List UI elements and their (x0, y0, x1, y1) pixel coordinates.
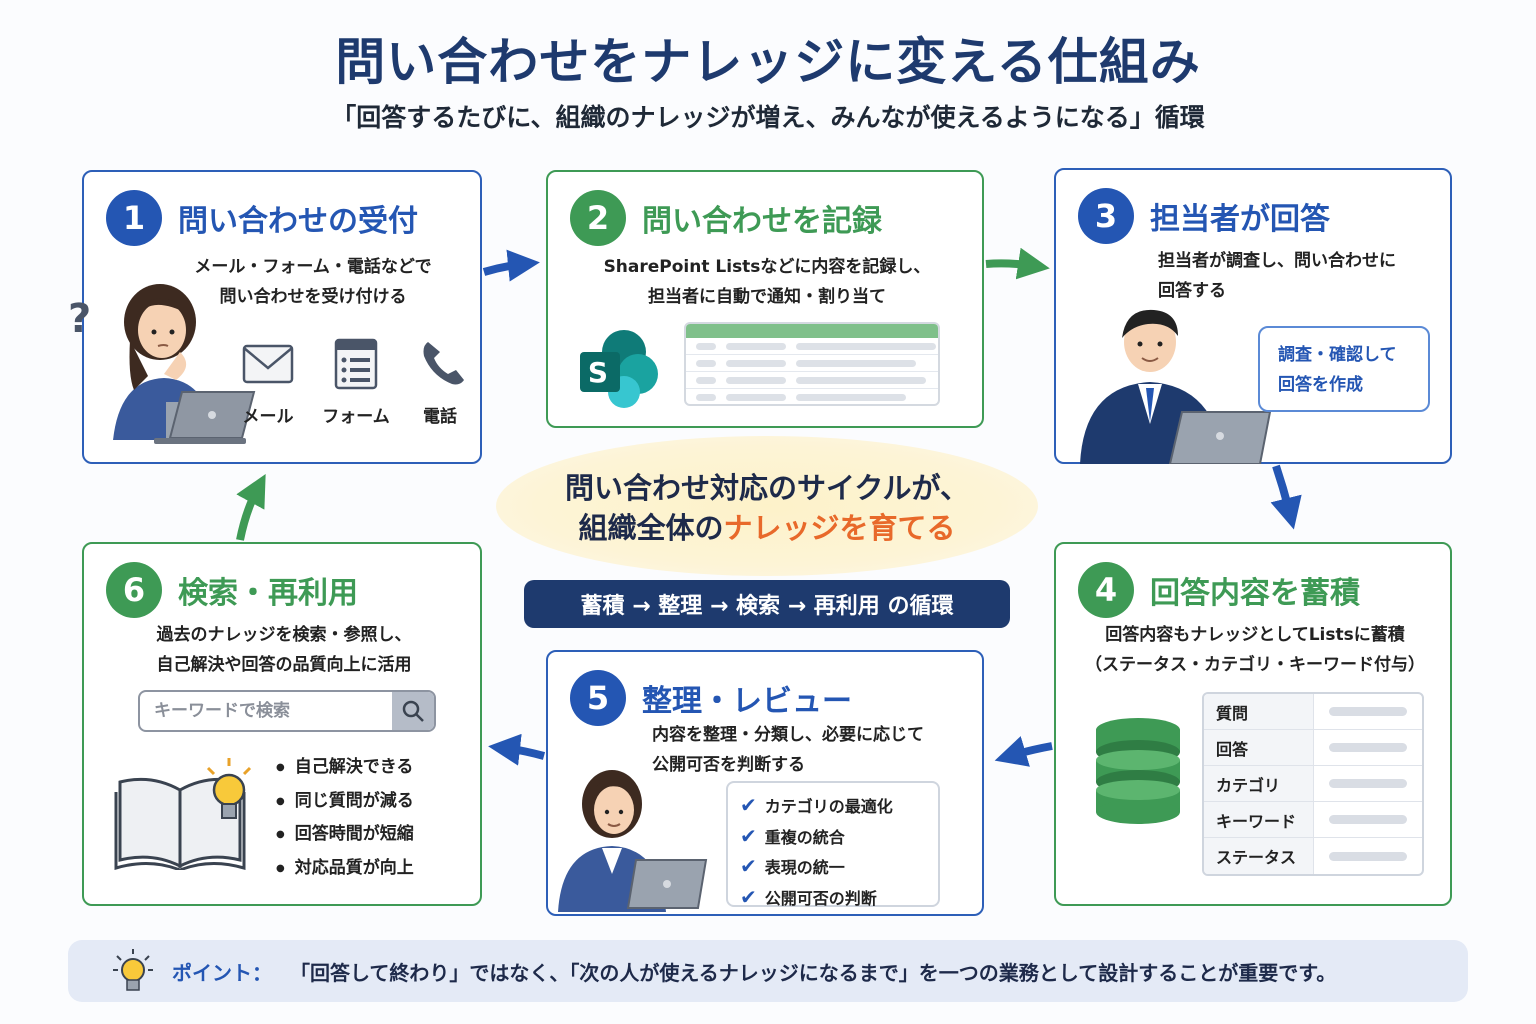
review-checklist: ✔カテゴリの最適化 ✔重複の統合 ✔表現の統一 ✔公開可否の判断 (726, 781, 940, 909)
laptop-icon (154, 391, 256, 444)
arrow-6-to-1 (236, 473, 266, 541)
point-banner: ポイント： 「回答して終わり」ではなく、「次の人が使えるナレッジになるまで」を一… (68, 940, 1468, 1002)
checklist-item: ✔表現の統一 (740, 854, 845, 878)
step-desc-line: 回答内容もナレッジとしてListsに蓄積 (1105, 625, 1405, 645)
lightbulb-icon (206, 758, 252, 819)
arrow-2-to-3 (985, 247, 1050, 280)
step-desc-line: 自己解決や回答の品質向上に活用 (156, 655, 412, 675)
step-title: 問い合わせの受付 (178, 204, 418, 239)
check-icon: ✔ (740, 854, 757, 878)
benefit-item: 同じ質問が減る (276, 786, 414, 820)
woman-with-laptop-icon (558, 770, 708, 912)
cycle-banner: 蓄積 → 整理 → 検索 → 再利用 の循環 (524, 580, 1010, 628)
bubble-line: 回答を作成 (1278, 375, 1363, 395)
checklist-item: ✔重複の統合 (740, 823, 845, 848)
check-icon: ✔ (740, 823, 757, 848)
list-spreadsheet (684, 322, 940, 406)
sharepoint-logo-icon (580, 330, 658, 408)
arrow-1-to-2 (482, 249, 540, 282)
step-card-3: 3 担当者が回答 担当者が調査し、問い合わせに 回答する (1054, 168, 1452, 464)
channel-label-phone: 電話 (423, 407, 457, 427)
checklist-item: ✔公開可否の判断 (740, 884, 877, 909)
benefit-list: 自己解決できる 同じ質問が減る 回答時間が短縮 対応品質が向上 (276, 752, 414, 886)
step-title: 回答内容を蓄積 (1150, 576, 1360, 611)
field-name: 回答 (1204, 730, 1314, 765)
step-number: 3 (1078, 188, 1134, 244)
question-mark-icon: ? (68, 296, 92, 342)
step-desc-line: 問い合わせを受け付ける (219, 287, 407, 307)
step-title: 検索・再利用 (178, 576, 358, 611)
step-number: 1 (106, 190, 162, 246)
page-subtitle: 「回答するたびに、組織のナレッジが増え、みんなが使えるようになる」循環 (331, 103, 1205, 132)
step-desc-line: 内容を整理・分類し、必要に応じて (652, 725, 924, 745)
sharepoint-logo-letter: S (587, 356, 609, 389)
step-card-5: 5 整理・レビュー 内容を整理・分類し、必要に応じて 公開可否を判断する (546, 650, 984, 916)
database-icon (1096, 718, 1180, 824)
arrow-5-to-6 (488, 733, 546, 766)
step-title: 問い合わせを記録 (642, 204, 882, 239)
field-row: 回答 (1204, 730, 1422, 766)
field-name: キーワード (1204, 802, 1314, 837)
center-message: 問い合わせ対応のサイクルが、 組織全体のナレッジを育てる (496, 468, 1038, 548)
step-number: 6 (106, 562, 162, 618)
point-text: 「回答して終わり」ではなく、「次の人が使えるナレッジになるまで」を一つの業務とし… (290, 960, 1337, 985)
mail-icon (242, 344, 294, 384)
center-highlight-text: ナレッジを育てる (723, 511, 956, 545)
form-icon (334, 338, 378, 390)
center-line-1: 問い合わせ対応のサイクルが、 (565, 471, 969, 505)
step-desc-line: 回答する (1158, 281, 1226, 301)
phone-icon (423, 342, 464, 385)
step-desc-line: 公開可否を判断する (652, 755, 805, 775)
search-button[interactable] (392, 692, 434, 730)
check-icon: ✔ (740, 884, 757, 909)
channel-label-form: フォーム (322, 407, 390, 427)
step-title: 担当者が回答 (1150, 202, 1330, 237)
lightbulb-icon (113, 949, 153, 991)
step-desc-line: 担当者が調査し、問い合わせに (1158, 251, 1396, 271)
benefit-item: 自己解決できる (276, 752, 414, 786)
step-number: 5 (570, 670, 626, 726)
step-card-1: 1 問い合わせの受付 メール・フォーム・電話などで 問い合わせを受け付ける ? … (68, 170, 482, 464)
step-desc-line: （ステータス・カテゴリ・キーワード付与） (1085, 655, 1425, 675)
benefit-item: 回答時間が短縮 (276, 819, 414, 853)
step-desc-line: 担当者に自動で通知・割り当て (648, 287, 886, 307)
field-row: ステータス (1204, 838, 1422, 874)
check-icon: ✔ (740, 793, 757, 817)
search-input[interactable] (140, 692, 394, 730)
benefit-item: 対応品質が向上 (276, 853, 414, 887)
center-highlight (496, 436, 1038, 576)
field-name: ステータス (1204, 838, 1314, 874)
channel-label-mail: メール (242, 407, 294, 427)
point-label: ポイント： (172, 960, 272, 985)
search-icon (402, 700, 424, 722)
knowledge-search-box (138, 690, 436, 732)
field-name: 質問 (1204, 694, 1314, 729)
step-number: 4 (1078, 562, 1134, 618)
step-number: 2 (570, 190, 626, 246)
step-desc-line: SharePoint Listsなどに内容を記録し、 (603, 257, 931, 277)
field-row: カテゴリ (1204, 766, 1422, 802)
page-title: 問い合わせをナレッジに変える仕組み (335, 33, 1201, 91)
step-desc-line: メール・フォーム・電話などで (194, 257, 432, 277)
step-desc-line: 過去のナレッジを検索・参照し、 (156, 625, 412, 645)
speech-bubble: 調査・確認して 回答を作成 (1258, 326, 1430, 412)
bubble-line: 調査・確認して (1278, 345, 1397, 365)
field-name: カテゴリ (1204, 766, 1314, 801)
center-line-2: 組織全体のナレッジを育てる (578, 511, 956, 545)
checklist-item: ✔カテゴリの最適化 (740, 793, 893, 817)
step-title: 整理・レビュー (642, 684, 852, 719)
arrow-4-to-5 (994, 736, 1053, 767)
field-table: 質問 回答 カテゴリ キーワード ステータス (1202, 692, 1424, 876)
field-row: 質問 (1204, 694, 1422, 730)
businessman-icon (1080, 309, 1272, 464)
arrow-3-to-4 (1270, 464, 1302, 530)
field-row: キーワード (1204, 802, 1422, 838)
